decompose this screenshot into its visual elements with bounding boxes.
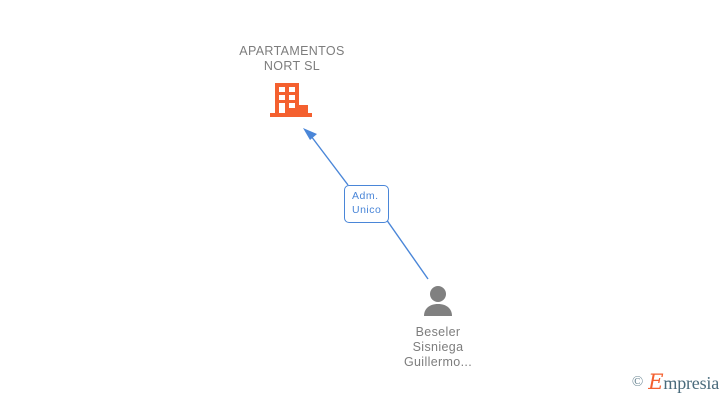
building-icon [270, 83, 312, 117]
connector-line-to-person [385, 218, 429, 280]
connector-line-to-company [310, 135, 349, 186]
company-node[interactable]: APARTAMENTOS NORT SL [211, 44, 373, 123]
person-node[interactable]: Beseler Sisniega Guillermo... [362, 284, 514, 370]
empresia-wordmark: Empresia [648, 372, 719, 393]
empresia-initial: E [648, 370, 664, 394]
relation-label-adm-unico[interactable]: Adm. Unico [344, 185, 390, 223]
watermark: © Empresia [632, 372, 719, 393]
copyright-icon: © [631, 374, 644, 390]
company-icon-wrap [211, 81, 373, 123]
person-name-label: Beseler Sisniega Guillermo... [403, 325, 473, 369]
person-icon-wrap [362, 284, 514, 317]
arrowhead-to-company [303, 128, 317, 140]
person-icon [424, 286, 452, 316]
company-name-label: APARTAMENTOS NORT SL [239, 44, 345, 73]
empresia-wordmark-rest: mpresia [663, 373, 719, 393]
